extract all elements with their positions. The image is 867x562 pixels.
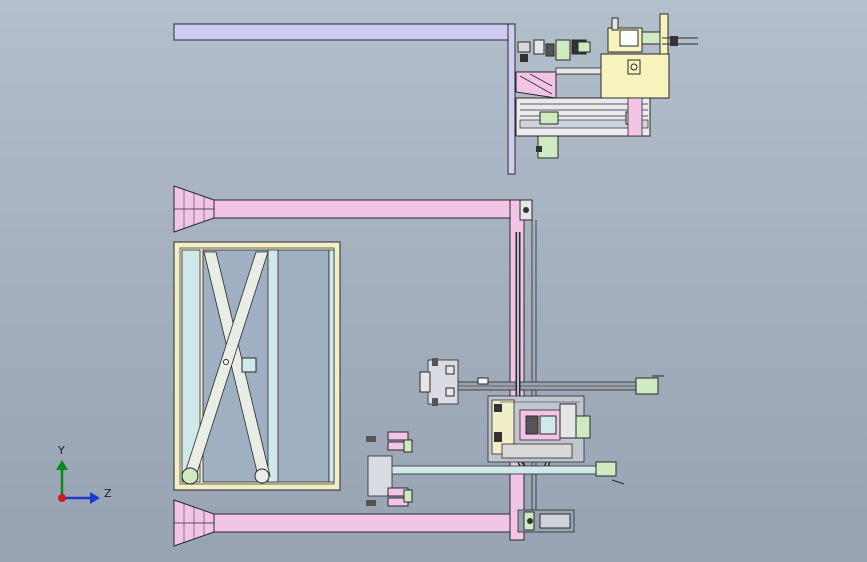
- upper-assembly: [173, 13, 698, 175]
- axis-triad: Y Z: [56, 444, 112, 504]
- lower-arm: [366, 431, 625, 507]
- top-post: [507, 23, 516, 175]
- bottom-motor: [517, 509, 575, 533]
- mini-cylinder-2: [533, 39, 545, 55]
- gripper-bottom: [367, 455, 393, 497]
- horizontal-arm: [419, 358, 664, 406]
- z-axis-label: Z: [104, 487, 112, 500]
- pallet-rack: [173, 241, 341, 491]
- bottom-rail-beam: [213, 513, 515, 533]
- top-beam: [173, 23, 515, 41]
- axis-origin: [58, 494, 66, 502]
- y-axis-label: Y: [57, 444, 65, 457]
- carriage-block: [487, 395, 591, 463]
- mini-cylinder-1: [517, 41, 531, 53]
- cross-brace-1: [203, 251, 271, 477]
- top-rail-beam: [213, 199, 515, 219]
